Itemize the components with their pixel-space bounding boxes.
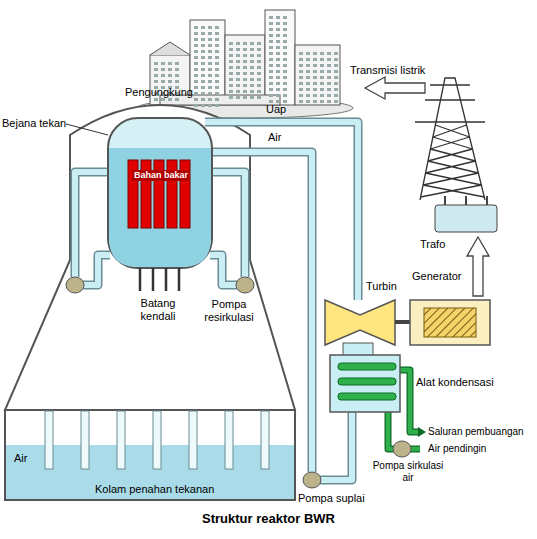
turbine-label: Turbin [366, 280, 397, 293]
fuel-label: Bahan bakar [132, 170, 190, 181]
transmission-tower [415, 78, 485, 200]
leader-line [66, 124, 108, 135]
generator-label: Generator [412, 270, 462, 283]
containment-label: Pengungkung [125, 86, 193, 99]
transformer-label: Trafo [420, 238, 445, 251]
outlet-label: Saluran pembuangan [428, 426, 524, 438]
transformer [435, 205, 497, 232]
caption: Struktur reaktor BWR [0, 512, 537, 525]
water-label: Air [268, 131, 281, 144]
condenser [330, 355, 400, 412]
city-illustration [137, 10, 353, 118]
condenser-label: Alat kondensasi [416, 376, 494, 389]
control-rods [140, 268, 179, 291]
control-rod-label: Batang kendali [128, 297, 188, 323]
turbine [325, 300, 395, 345]
fuel-rods [128, 160, 190, 228]
pool-water-label: Air [14, 452, 27, 465]
suppression-pool [5, 410, 295, 500]
vessel-label: Bejana tekan [2, 117, 66, 130]
transmission-label: Transmisi listrik [350, 64, 425, 77]
cooling-water-label: Air pendingin [428, 443, 486, 455]
pressure-vessel [108, 118, 212, 268]
pipes [75, 122, 358, 480]
pumps [66, 277, 411, 488]
flow-arrow [365, 77, 425, 99]
flow-arrow [467, 237, 489, 296]
condenser-tubes [338, 363, 396, 400]
steam-label: Uap [266, 103, 286, 116]
generator [410, 300, 490, 345]
pump-label: Pompa sirkulasi air [372, 460, 444, 484]
pool-label: Kolam penahan tekanan [95, 483, 214, 496]
pump-label: Pompa suplai [298, 492, 365, 505]
pump-label: Pompa resirkulasi [200, 298, 258, 324]
